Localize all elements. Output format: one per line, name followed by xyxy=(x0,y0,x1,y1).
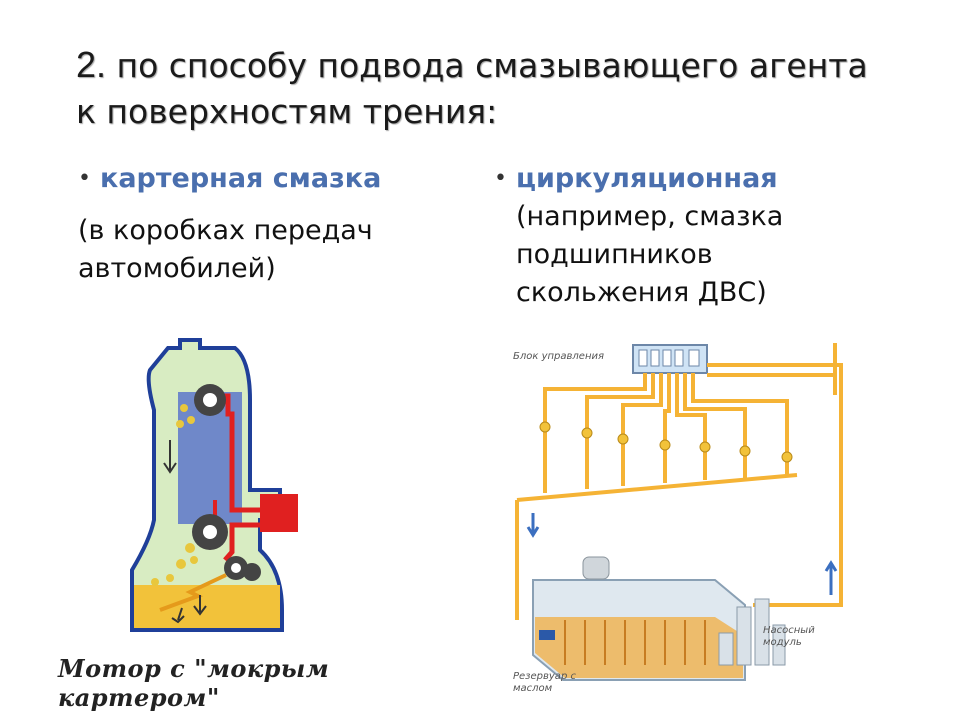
engine-illustration xyxy=(130,338,298,632)
left-column: • картерная смазка (в коробках передач а… xyxy=(78,160,458,288)
control-unit-label: Блок управления xyxy=(513,351,605,362)
right-bullet-item: • циркуляционная (например, смазка подши… xyxy=(494,160,894,312)
pump-module-label: Насосный модуль xyxy=(763,625,815,648)
right-description: (например, смазка подшипников скольжения… xyxy=(516,201,784,308)
left-heading: картерная смазка xyxy=(100,163,382,194)
title-text: по способу подвода смазывающего агента к… xyxy=(76,46,868,131)
right-column: • циркуляционная (например, смазка подши… xyxy=(494,160,894,312)
slide-title: 2. по способу подвода смазывающего агент… xyxy=(76,42,896,135)
wet-sump-engine-diagram: Мотор с "мокрым картером" xyxy=(50,320,430,720)
left-bullet-item: • картерная смазка xyxy=(78,160,458,198)
left-description: (в коробках передач автомобилей) xyxy=(78,215,373,284)
bullet-marker: • xyxy=(78,166,91,191)
reservoir-label: Резервуар с маслом xyxy=(513,671,576,694)
right-heading: циркуляционная xyxy=(516,163,778,194)
circulation-illustration xyxy=(515,343,843,681)
circulation-system-diagram: Блок управления xyxy=(505,335,865,715)
bullet-marker: • xyxy=(494,166,507,191)
engine-caption: Мотор с "мокрым картером" xyxy=(58,654,330,712)
title-number: 2. xyxy=(76,44,107,85)
